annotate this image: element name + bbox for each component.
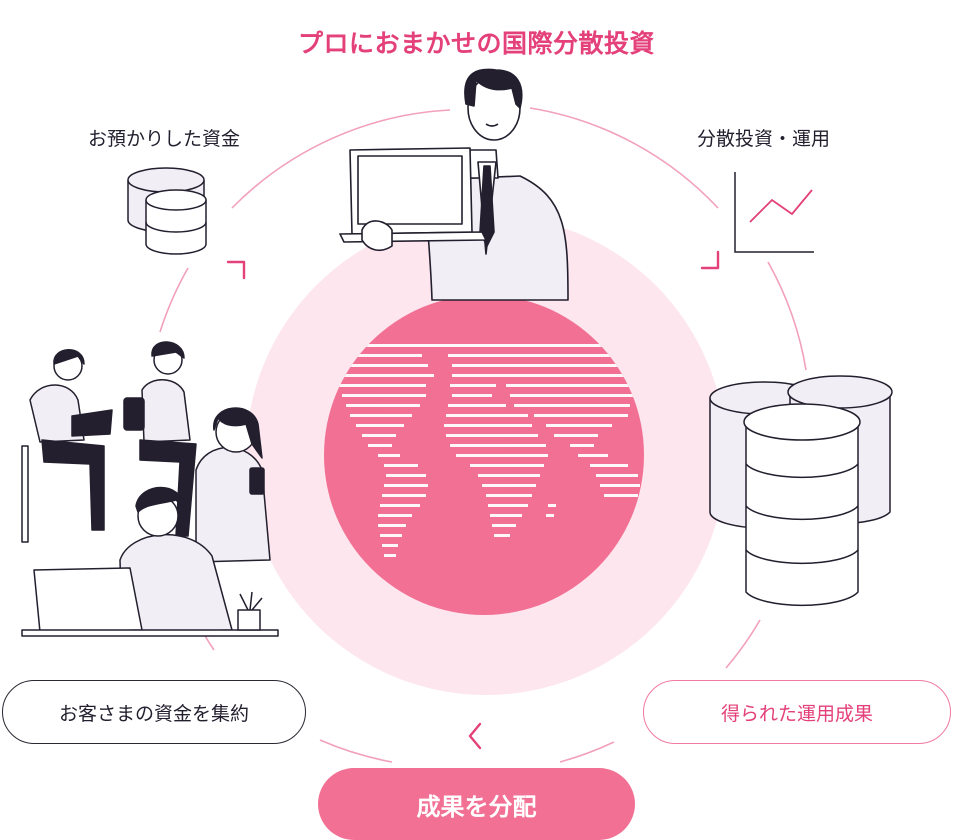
collect-funds-pill: お客さまの資金を集約 bbox=[2, 680, 306, 744]
deposited-funds-label: お預かりした資金 bbox=[88, 128, 241, 150]
arrowhead-icons bbox=[226, 250, 720, 750]
advisor-illustration bbox=[339, 68, 569, 301]
distribute-results-pill: 成果を分配 bbox=[318, 768, 635, 840]
investment-results-pill: 得られた運用成果 bbox=[643, 680, 951, 744]
diversified-investment-label: 分散投資・運用 bbox=[697, 128, 831, 150]
clients-illustration bbox=[21, 341, 279, 637]
line-chart-icon bbox=[734, 172, 814, 253]
world-map-icon bbox=[330, 344, 642, 557]
arrowhead-icon bbox=[226, 260, 246, 280]
diagram-title: プロにおまかせの国際分散投資 bbox=[297, 29, 655, 58]
arrowhead-icon bbox=[468, 722, 482, 750]
coin-stack-large-icon bbox=[709, 375, 893, 607]
coin-stack-small-icon bbox=[127, 167, 207, 255]
arrowhead-icon bbox=[700, 250, 720, 270]
cycle-arrows bbox=[159, 107, 807, 763]
